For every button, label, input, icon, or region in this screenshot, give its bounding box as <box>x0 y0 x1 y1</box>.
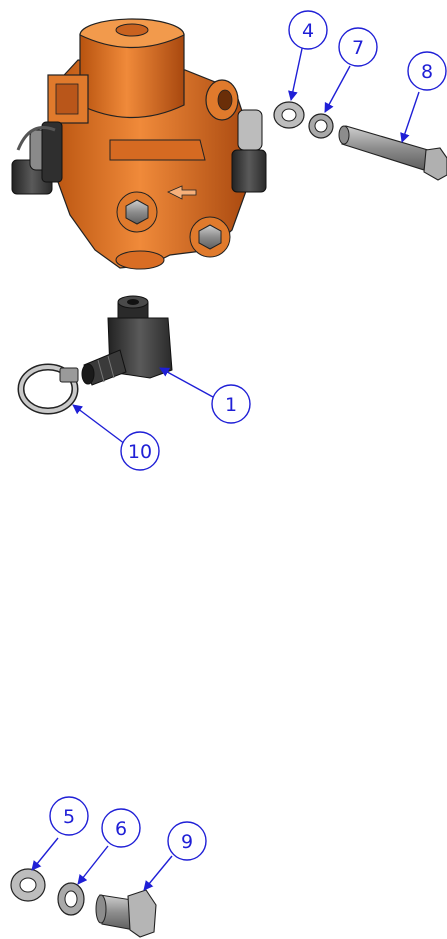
callout-5: 5 <box>49 796 89 836</box>
flow-arrow-marking <box>167 185 197 200</box>
callout-10-label: 10 <box>128 441 152 463</box>
callout-1-label: 1 <box>225 394 237 416</box>
callout-6: 6 <box>101 808 141 848</box>
leader-line-10 <box>72 404 126 445</box>
callout-7: 7 <box>338 27 378 67</box>
leader-line-1 <box>159 367 214 398</box>
callout-1: 1 <box>211 384 251 424</box>
right-fitting <box>231 109 267 193</box>
washer-5 <box>10 868 46 902</box>
leader-line-9 <box>143 855 173 891</box>
callout-8-label: 8 <box>421 61 433 83</box>
callout-4: 4 <box>288 10 328 50</box>
callout-10: 10 <box>120 431 160 471</box>
long-bolt-8 <box>338 125 447 181</box>
elbow-fitting-1 <box>81 295 173 386</box>
leader-lines <box>31 43 420 891</box>
valve-cylinder-side <box>79 34 185 118</box>
leader-line-5 <box>31 837 59 871</box>
lock-washer-7 <box>308 113 334 139</box>
valve-assembly <box>11 18 267 270</box>
front-bolt-left <box>116 191 158 233</box>
leader-line-6 <box>77 845 109 885</box>
callout-8: 8 <box>407 51 447 91</box>
lock-washer-6 <box>57 882 85 916</box>
hose-clamp-10 <box>17 363 79 415</box>
short-bolt-9 <box>95 889 157 938</box>
leader-line-8 <box>400 91 420 143</box>
callout-4-label: 4 <box>302 20 314 42</box>
callout-6-label: 6 <box>115 818 127 840</box>
callout-9: 9 <box>167 821 207 861</box>
valve-cap <box>115 23 149 37</box>
front-bolt-right <box>189 216 231 258</box>
callout-7-label: 7 <box>352 37 364 59</box>
bottom-flange <box>115 250 165 270</box>
leader-line-4 <box>288 43 304 101</box>
leader-line-7 <box>324 65 351 113</box>
left-fitting <box>11 121 63 195</box>
callout-5-label: 5 <box>63 806 75 828</box>
callout-9-label: 9 <box>181 831 193 853</box>
washer-4 <box>273 101 305 129</box>
